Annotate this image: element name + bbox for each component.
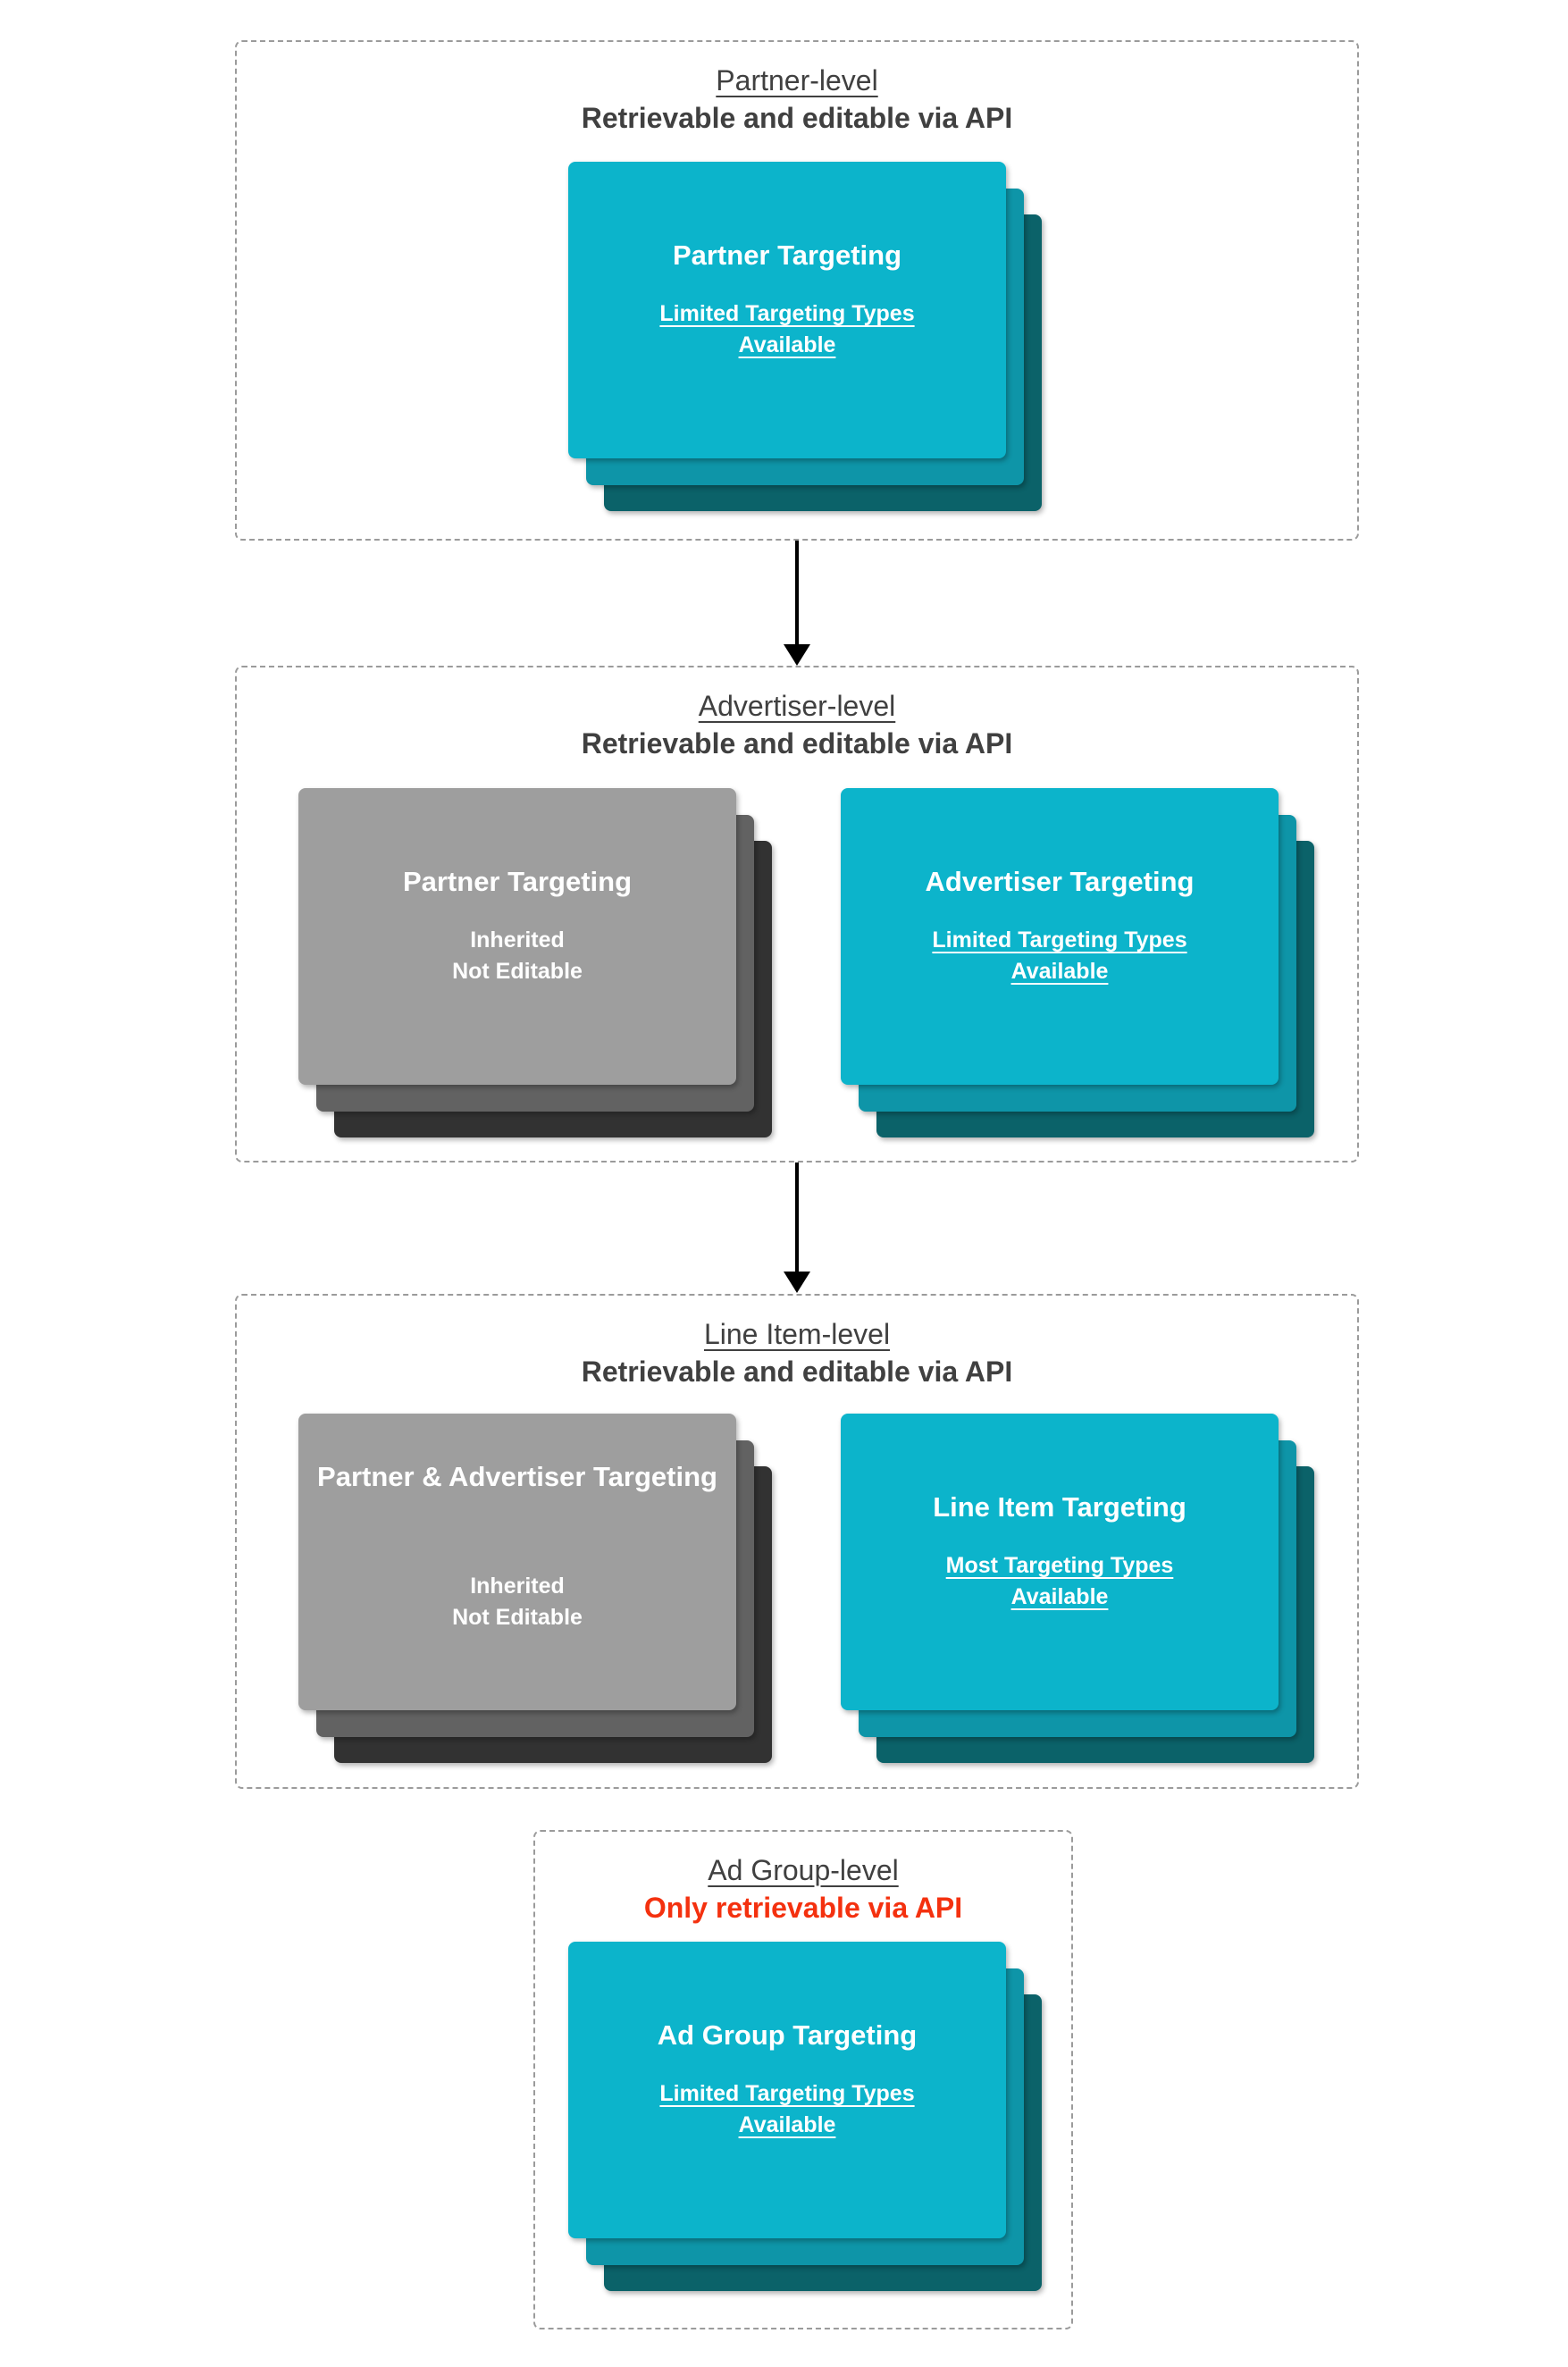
card-front-layer: Ad Group Targeting Limited Targeting Typ… [568, 1942, 1006, 2238]
arrow-head [784, 1272, 810, 1293]
card-subtitle: Limited Targeting Types Available [595, 298, 979, 361]
ad-group-targeting-card-stack: Ad Group Targeting Limited Targeting Typ… [568, 1942, 1042, 2291]
section-ad-group-level: Ad Group-level Only retrievable via API … [533, 1830, 1073, 2329]
section-title: Ad Group-level [535, 1853, 1071, 1887]
line-item-targeting-card-stack: Line Item Targeting Most Targeting Types… [841, 1414, 1314, 1763]
section-subtitle: Retrievable and editable via API [581, 102, 1013, 134]
card-subtitle-line: Inherited [470, 1574, 565, 1599]
section-title: Partner-level [237, 63, 1357, 97]
card-subtitle: Most Targeting Types Available [868, 1550, 1252, 1613]
section-partner-level: Partner-level Retrievable and editable v… [235, 40, 1359, 541]
card-subtitle-line: Not Editable [452, 959, 583, 984]
card-subtitle-line: Limited Targeting Types [932, 927, 1187, 953]
section-subtitle: Retrievable and editable via API [581, 727, 1013, 760]
section-title-text: Partner-level [716, 64, 878, 97]
card-subtitle-line: Inherited [470, 927, 565, 953]
section-line-item-level: Line Item-level Retrievable and editable… [235, 1294, 1359, 1789]
card-subtitle-line: Available [738, 2112, 836, 2137]
card-front-layer: Partner Targeting Limited Targeting Type… [568, 162, 1006, 458]
advertiser-targeting-card-stack: Advertiser Targeting Limited Targeting T… [841, 788, 1314, 1137]
card-front-layer: Partner Targeting Inherited Not Editable [298, 788, 736, 1085]
card-front-layer: Advertiser Targeting Limited Targeting T… [841, 788, 1279, 1085]
arrow-shaft [795, 541, 799, 644]
card-subtitle-line: Available [1010, 959, 1109, 984]
card-title: Partner & Advertiser Targeting [317, 1461, 717, 1492]
card-subtitle-line: Limited Targeting Types [659, 301, 915, 326]
section-advertiser-level: Advertiser-level Retrievable and editabl… [235, 666, 1359, 1163]
section-title: Line Item-level [237, 1317, 1357, 1351]
card-subtitle-line: Available [1010, 1584, 1109, 1609]
section-title-text: Advertiser-level [698, 690, 896, 722]
card-subtitle: Inherited Not Editable [325, 1571, 709, 1633]
partner-targeting-inherited-card-stack: Partner Targeting Inherited Not Editable [298, 788, 772, 1137]
section-title-text: Line Item-level [703, 1318, 891, 1350]
down-arrow-icon [784, 541, 810, 666]
card-title: Line Item Targeting [933, 1491, 1186, 1523]
partner-targeting-card-stack: Partner Targeting Limited Targeting Type… [568, 162, 1042, 511]
down-arrow-icon [784, 1163, 810, 1293]
arrow-head [784, 644, 810, 666]
card-subtitle: Inherited Not Editable [325, 925, 709, 987]
card-subtitle: Limited Targeting Types Available [868, 925, 1252, 987]
card-title: Ad Group Targeting [657, 2019, 918, 2051]
section-title: Advertiser-level [237, 689, 1357, 723]
card-subtitle-line: Most Targeting Types [945, 1553, 1174, 1578]
card-subtitle: Limited Targeting Types Available [595, 2078, 979, 2141]
card-subtitle-line: Limited Targeting Types [659, 2081, 915, 2106]
section-subtitle: Retrievable and editable via API [581, 1356, 1013, 1388]
card-title: Partner Targeting [402, 866, 633, 897]
card-front-layer: Partner & Advertiser Targeting Inherited… [298, 1414, 736, 1710]
section-title-text: Ad Group-level [708, 1854, 899, 1886]
partner-advertiser-targeting-card-stack: Partner & Advertiser Targeting Inherited… [298, 1414, 772, 1763]
section-subtitle: Only retrievable via API [643, 1892, 963, 1924]
card-front-layer: Line Item Targeting Most Targeting Types… [841, 1414, 1279, 1710]
card-title: Partner Targeting [672, 239, 902, 271]
card-subtitle-line: Not Editable [452, 1605, 583, 1630]
arrow-shaft [795, 1163, 799, 1272]
card-title: Advertiser Targeting [925, 866, 1195, 897]
card-subtitle-line: Available [738, 332, 836, 357]
